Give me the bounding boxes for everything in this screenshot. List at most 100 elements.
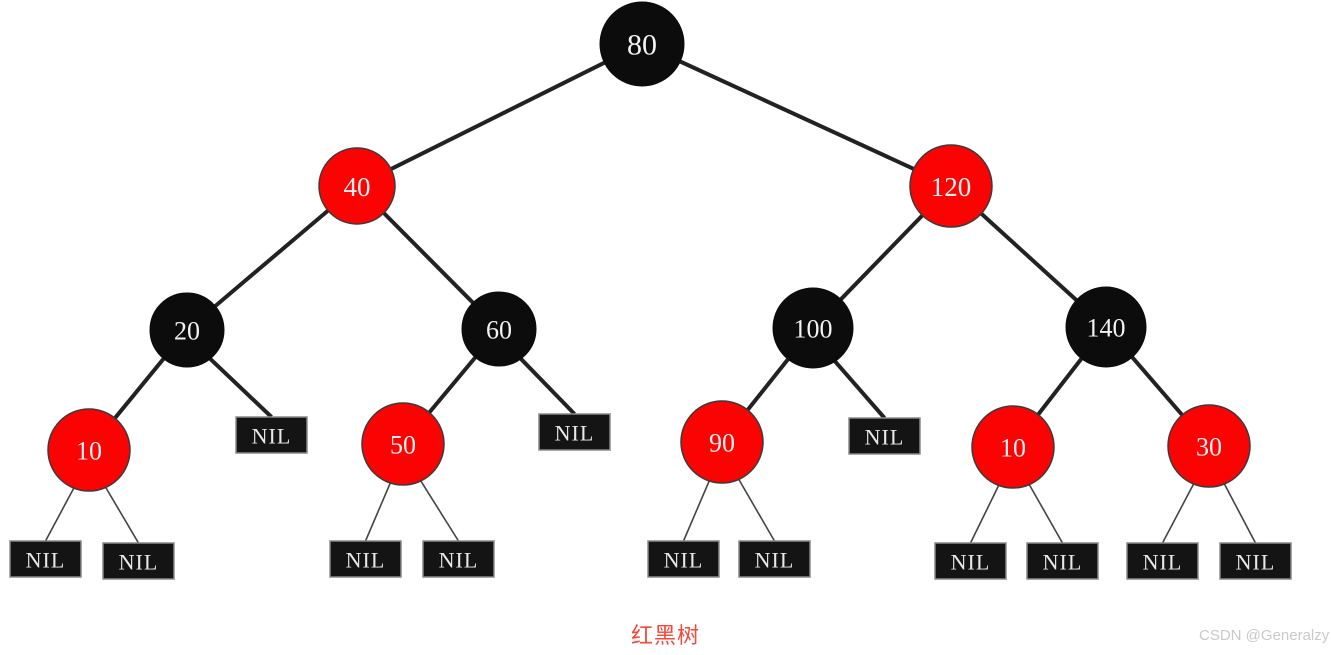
nil-leaf: NIL (538, 413, 611, 451)
tree-edge (738, 478, 776, 542)
nil-box (1219, 542, 1292, 580)
red-node-circle (361, 402, 445, 486)
black-node-circle (599, 1, 685, 87)
node-value-label: 120 (931, 172, 972, 202)
nil-box (848, 417, 921, 455)
black-node-circle (461, 291, 537, 367)
tree-edge (1028, 484, 1064, 544)
nil-box (934, 542, 1007, 580)
tree-edge (1130, 355, 1184, 417)
red-node-circle (680, 400, 764, 484)
nil-label: NIL (26, 548, 66, 573)
csdn-watermark: CSDN @Generalzy (1199, 627, 1330, 644)
tree-edge (833, 360, 887, 420)
node-value-label: 80 (627, 29, 657, 62)
red-node-circle (909, 144, 993, 228)
nil-label: NIL (119, 550, 159, 575)
tree-node-30-red: 30 (1167, 404, 1251, 488)
red-node-circle (47, 408, 131, 492)
tree-edge (427, 356, 477, 414)
nil-box (538, 413, 611, 451)
tree-edge (746, 358, 790, 412)
nil-leaf: NIL (102, 542, 175, 580)
black-node-circle (1065, 286, 1147, 368)
tree-nodes-layer: 80 40 120 20 60 100 140 10 50 90 10 30 (47, 1, 1251, 492)
tree-edge (1223, 483, 1257, 544)
nil-label: NIL (755, 548, 795, 573)
tree-node-140-black: 140 (1065, 286, 1147, 368)
node-value-label: 140 (1087, 314, 1126, 343)
tree-node-10-red: 10 (47, 408, 131, 492)
nil-label: NIL (865, 425, 905, 450)
tree-node-90-red: 90 (680, 400, 764, 484)
node-value-label: 100 (794, 315, 833, 344)
nil-box (329, 540, 402, 578)
nil-leaf: NIL (934, 542, 1007, 580)
nil-leaf: NIL (422, 540, 495, 578)
node-value-label: 50 (390, 431, 416, 460)
nil-label: NIL (555, 421, 595, 446)
tree-edge (208, 357, 273, 419)
black-node-circle (149, 292, 225, 368)
nil-leaf: NIL (235, 416, 308, 454)
nil-label: NIL (951, 550, 991, 575)
node-value-label: 30 (1196, 433, 1222, 462)
node-value-label: 60 (486, 316, 512, 345)
node-value-label: 10 (76, 437, 102, 466)
tree-edge (213, 209, 330, 308)
nil-label: NIL (1236, 550, 1276, 575)
nil-leaf: NIL (1026, 542, 1099, 580)
tree-node-40-red: 40 (318, 147, 396, 225)
nil-leaf: NIL (848, 417, 921, 455)
tree-edge (519, 357, 576, 416)
tree-edge (382, 211, 475, 305)
nil-leaf: NIL (647, 540, 720, 578)
nil-leaf: NIL (738, 540, 811, 578)
nil-box (1126, 542, 1199, 580)
nil-label: NIL (1043, 550, 1083, 575)
node-value-label: 40 (344, 172, 371, 202)
tree-edge (113, 357, 166, 420)
nil-label: NIL (439, 548, 479, 573)
red-node-circle (1167, 404, 1251, 488)
nil-label: NIL (1143, 550, 1183, 575)
red-node-circle (318, 147, 396, 225)
tree-edge (839, 214, 924, 301)
nil-label: NIL (346, 548, 386, 573)
nil-leaf: NIL (9, 540, 82, 578)
red-node-circle (971, 405, 1055, 489)
tree-edge (44, 487, 75, 542)
node-value-label: 20 (174, 317, 200, 346)
tree-edge (105, 486, 140, 544)
tree-node-120-red: 120 (909, 144, 993, 228)
tree-edge (682, 480, 710, 542)
node-value-label: 10 (1000, 434, 1026, 463)
nil-box (9, 540, 82, 578)
tree-node-100-black: 100 (772, 287, 854, 369)
node-value-label: 90 (709, 429, 735, 458)
tree-edge (969, 485, 1000, 544)
tree-node-80-black: 80 (599, 1, 685, 87)
nil-leaves-layer: NIL NIL NIL NIL NIL NIL NIL NIL NIL NIL NIL NIL NIL (9, 413, 1292, 580)
black-node-circle (772, 287, 854, 369)
nil-leaf: NIL (1126, 542, 1199, 580)
nil-box (1026, 542, 1099, 580)
nil-leaf: NIL (1219, 542, 1292, 580)
nil-leaf: NIL (329, 540, 402, 578)
nil-box (235, 416, 308, 454)
tree-edge (979, 212, 1078, 302)
nil-box (738, 540, 811, 578)
tree-edge (1036, 357, 1084, 416)
tree-node-20-black: 20 (149, 292, 225, 368)
nil-label: NIL (664, 548, 704, 573)
nil-box (102, 542, 175, 580)
edges-layer (44, 59, 1257, 544)
tree-edge (390, 60, 606, 171)
tree-edge (679, 59, 915, 171)
tree-node-60-black: 60 (461, 291, 537, 367)
tree-edge (1161, 483, 1195, 544)
tree-node-10-red: 10 (971, 405, 1055, 489)
tree-node-50-red: 50 (361, 402, 445, 486)
